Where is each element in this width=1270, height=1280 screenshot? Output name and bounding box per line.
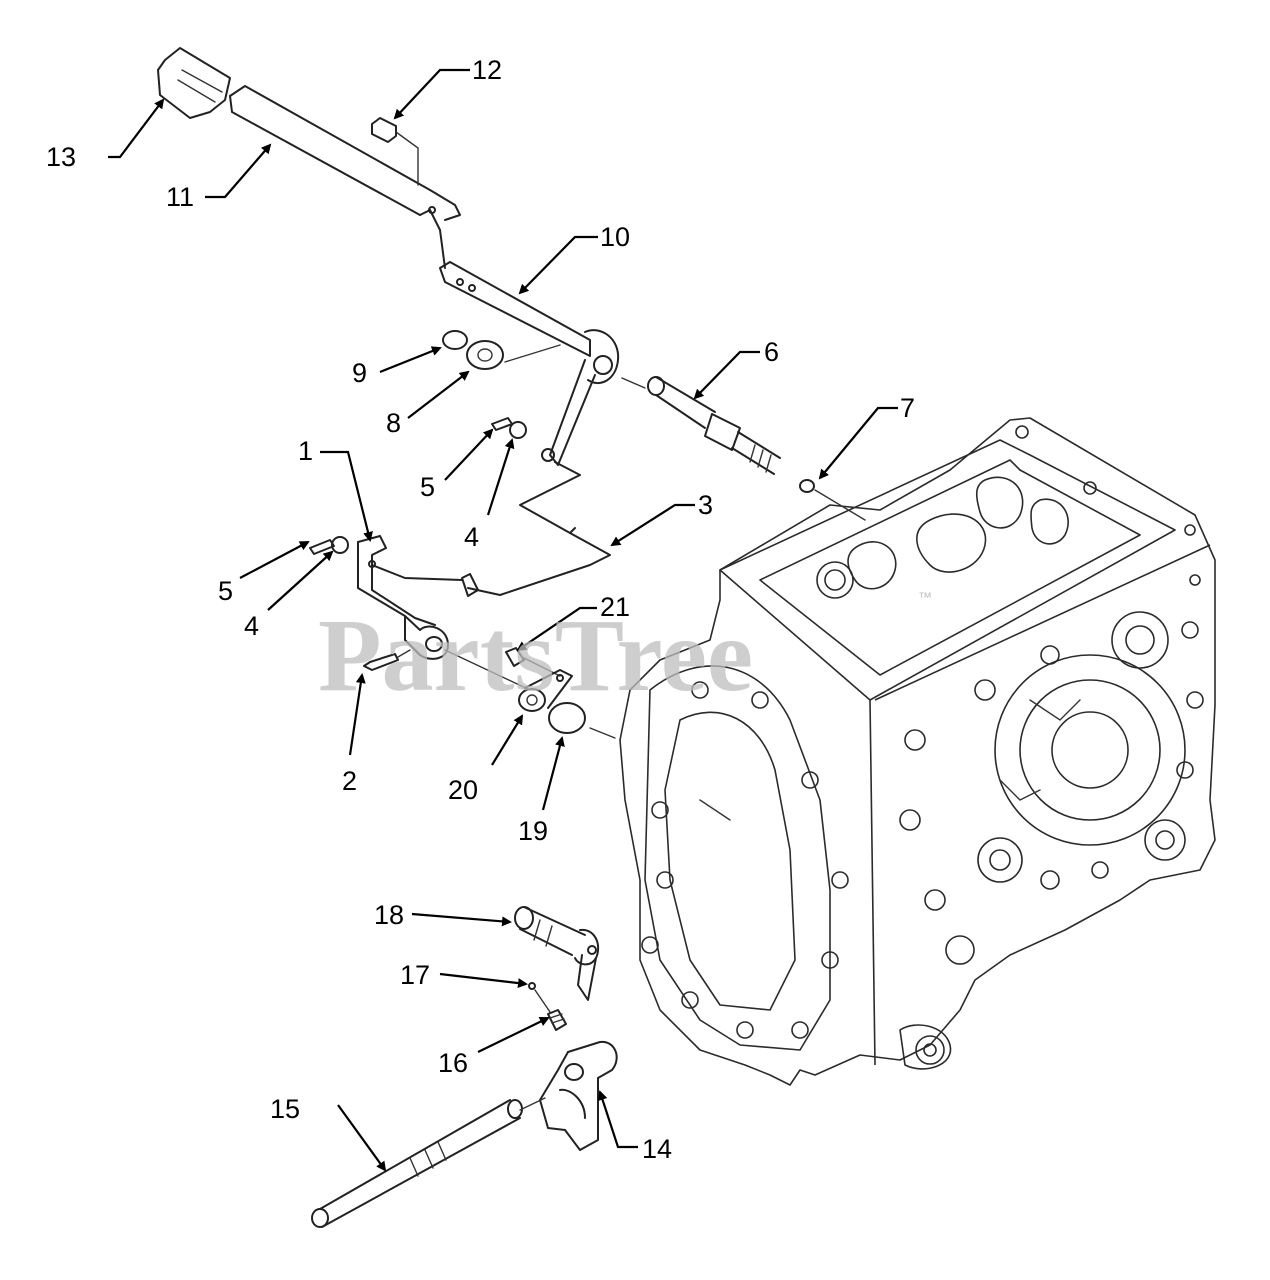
callout-19: 19 xyxy=(518,816,548,846)
part-16-spring xyxy=(547,1009,567,1031)
part-9-clip xyxy=(442,330,468,350)
callout-17: 17 xyxy=(400,960,430,990)
part-3-shift-rod xyxy=(461,461,611,597)
watermark-trademark: ™ xyxy=(918,589,932,605)
transmission-housing xyxy=(619,417,1216,1086)
part-19-seal xyxy=(548,702,616,739)
part-6-pivot-pin xyxy=(621,376,781,475)
part-17-detent-ball xyxy=(528,982,551,1013)
part-5-cotter-pin-lower xyxy=(309,539,335,555)
part-5-cotter-pin-upper xyxy=(491,417,513,431)
part-14-shift-fork xyxy=(539,1040,618,1151)
callout-5-lower: 5 xyxy=(218,576,233,606)
watermark: PartsTree ™ xyxy=(318,589,932,713)
callout-4-lower: 4 xyxy=(244,611,259,641)
callout-1: 1 xyxy=(298,436,313,466)
part-10-shift-arm xyxy=(439,261,620,466)
part-13-shift-knob xyxy=(157,47,231,119)
part-20-arm xyxy=(518,669,573,712)
watermark-brand: PartsTree xyxy=(318,598,753,713)
part-7-nut xyxy=(799,479,866,521)
callout-20: 20 xyxy=(448,775,478,805)
leader-lines xyxy=(108,68,898,1172)
callout-11: 11 xyxy=(166,182,194,212)
callout-2: 2 xyxy=(342,766,357,796)
callout-7: 7 xyxy=(900,393,915,423)
callout-12: 12 xyxy=(472,55,502,85)
callout-6: 6 xyxy=(764,337,779,367)
callout-16: 16 xyxy=(438,1048,468,1078)
part-18-shift-shaft xyxy=(514,906,600,1001)
callout-labels: 12 13 11 10 9 6 8 7 1 5 3 4 5 21 4 2 20 … xyxy=(46,55,915,1164)
part-11-shift-lever xyxy=(229,85,461,269)
callout-3: 3 xyxy=(698,490,713,520)
part-15-shift-rail xyxy=(311,1097,546,1228)
callout-18: 18 xyxy=(374,900,404,930)
callout-13: 13 xyxy=(46,142,76,172)
callout-4-upper: 4 xyxy=(464,522,479,552)
callout-8: 8 xyxy=(386,408,401,438)
part-4-washer-upper xyxy=(509,421,527,439)
part-8-washer xyxy=(466,340,561,370)
callout-15: 15 xyxy=(270,1094,300,1124)
part-1-bracket xyxy=(357,535,531,691)
callout-10: 10 xyxy=(600,222,630,252)
part-12-bolt xyxy=(371,117,419,186)
part-4-washer-lower xyxy=(331,536,349,554)
callout-14: 14 xyxy=(642,1134,672,1164)
callout-21: 21 xyxy=(600,592,630,622)
part-2-roll-pin xyxy=(363,649,411,671)
callout-9: 9 xyxy=(352,358,367,388)
callout-5-upper: 5 xyxy=(420,472,435,502)
